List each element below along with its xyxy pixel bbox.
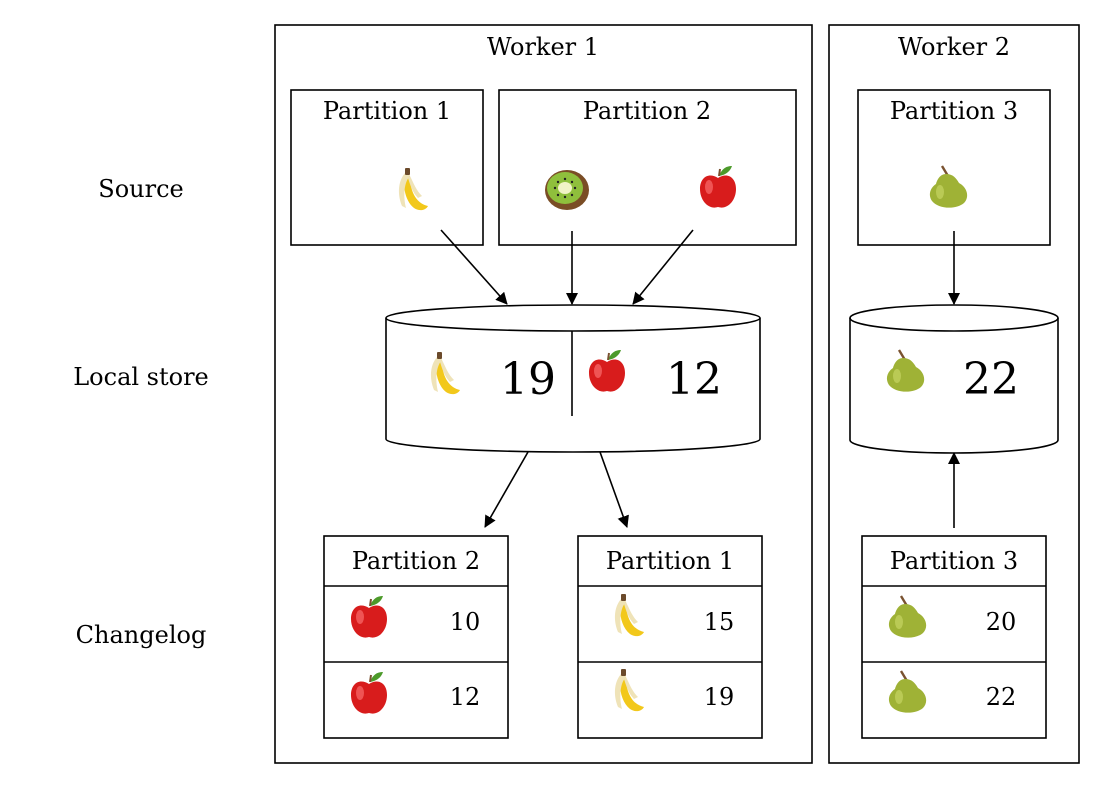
- worker-2-title: Worker 2: [898, 33, 1010, 61]
- row-label-local-store: Local store: [73, 363, 209, 391]
- source-partition-3-box: [857, 89, 1051, 246]
- row-label-changelog: Changelog: [76, 621, 207, 649]
- store-pear-count: 22: [963, 354, 1019, 405]
- worker-1-local-store: 19 12: [385, 304, 761, 453]
- changelog-partition-2-box: [323, 535, 509, 739]
- worker-2-cluster: Worker 2 Partition 3 22 Partition 3 20 2…: [828, 24, 1080, 764]
- store-apple-count: 12: [666, 354, 722, 405]
- changelog-value: 10: [450, 608, 481, 636]
- source-partition-3: Partition 3: [857, 89, 1051, 246]
- edge-p1-to-store: [440, 229, 508, 305]
- row-label-source: Source: [98, 175, 183, 203]
- changelog-partition-1-box: [577, 535, 763, 739]
- source-partition-2-box: [498, 89, 797, 246]
- edge-store-to-changelog-1: [599, 451, 629, 528]
- store-cylinder-rim: [849, 317, 1059, 332]
- kiwi-icon: [545, 170, 589, 210]
- edge-store-to-changelog-2: [484, 451, 529, 528]
- changelog-value: 12: [450, 683, 481, 711]
- store-banana-count: 19: [500, 354, 556, 405]
- worker-2-local-store: 22: [849, 304, 1059, 454]
- source-partition-1-box: [290, 89, 484, 246]
- source-partition-2: Partition 2: [498, 89, 797, 246]
- source-partition-1-title: Partition 1: [323, 97, 451, 125]
- worker-1-cluster: Worker 1 Partition 1 Partition 2 19 12: [274, 24, 813, 764]
- changelog-partition-2-title: Partition 2: [352, 547, 480, 575]
- changelog-value: 20: [986, 608, 1017, 636]
- store-cylinder-rim: [385, 317, 761, 332]
- changelog-value: 15: [704, 608, 735, 636]
- store-cylinder-body: [385, 304, 761, 453]
- source-partition-2-title: Partition 2: [583, 97, 711, 125]
- changelog-partition-2: Partition 2 10 12: [323, 535, 509, 739]
- store-cylinder-body: [849, 304, 1059, 454]
- source-partition-3-title: Partition 3: [890, 97, 1018, 125]
- changelog-partition-3-title: Partition 3: [890, 547, 1018, 575]
- changelog-value: 22: [986, 683, 1017, 711]
- changelog-partition-1-title: Partition 1: [606, 547, 734, 575]
- changelog-partition-3: Partition 3 20 22: [861, 535, 1047, 739]
- source-partition-1: Partition 1: [290, 89, 484, 246]
- changelog-partition-1: Partition 1 15 19: [577, 535, 763, 739]
- worker-1-title: Worker 1: [487, 33, 599, 61]
- changelog-value: 19: [704, 683, 735, 711]
- edge-apple-to-store: [632, 229, 694, 305]
